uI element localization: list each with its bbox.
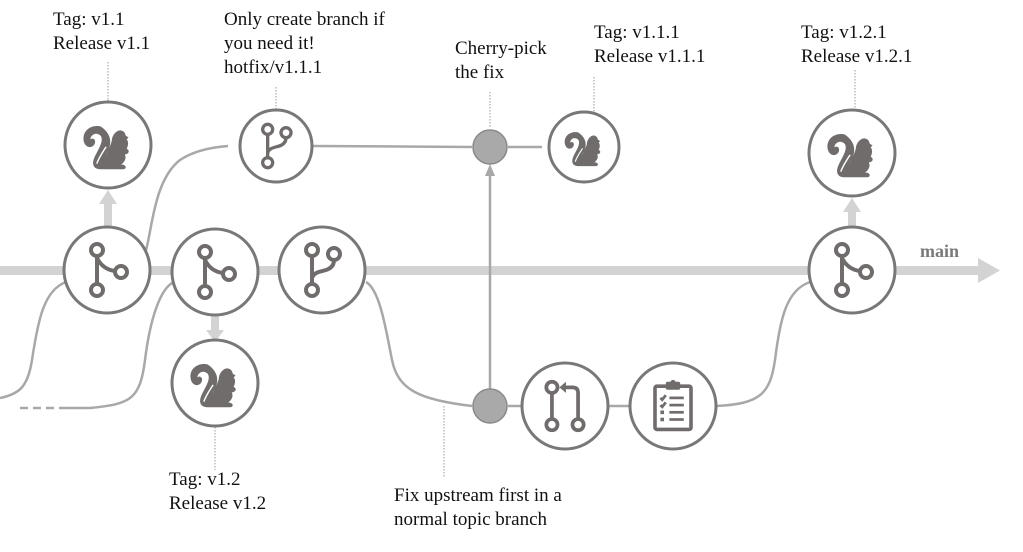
cherry-pick-arrow-icon — [485, 164, 495, 176]
node-cherry-pick-commit[interactable] — [472, 129, 508, 165]
node-branch-3[interactable] — [277, 225, 367, 315]
node-hotfix-branch[interactable] — [238, 108, 314, 184]
label-fix-upstream: Fix upstream first in a normal topic bra… — [394, 485, 562, 530]
node-release-v1-2-1[interactable] — [807, 108, 897, 198]
label-tag-v1-2-1: Tag: v1.2.1 Release v1.2.1 — [801, 22, 913, 67]
node-merge-2[interactable] — [170, 227, 260, 317]
node-review[interactable] — [628, 361, 718, 451]
label-tag-v1-1-1: Tag: v1.1.1 Release v1.1.1 — [594, 22, 706, 67]
main-branch-label: main — [920, 241, 960, 261]
branch-lines — [0, 144, 811, 410]
label-tag-v1-1: Tag: v1.1 Release v1.1 — [53, 9, 151, 54]
node-release-v1-1-1[interactable] — [547, 110, 621, 184]
label-hotfix-note: Only create branch if you need it! hotfi… — [224, 9, 385, 78]
node-merge-4[interactable] — [807, 225, 897, 315]
node-fix-commit[interactable] — [472, 388, 508, 424]
release-arrows — [99, 190, 861, 342]
node-merge-1[interactable] — [62, 225, 152, 315]
node-pull-request[interactable] — [520, 361, 610, 451]
node-release-v1-2[interactable] — [170, 338, 260, 428]
main-arrow-icon — [978, 258, 1000, 283]
node-release-v1-1[interactable] — [63, 100, 153, 190]
main-branch-line — [0, 258, 1000, 283]
label-tag-v1-2: Tag: v1.2 Release v1.2 — [169, 469, 267, 514]
annotation-leaders — [107, 62, 856, 478]
label-cherry-pick: Cherry-pick the fix — [455, 38, 547, 83]
